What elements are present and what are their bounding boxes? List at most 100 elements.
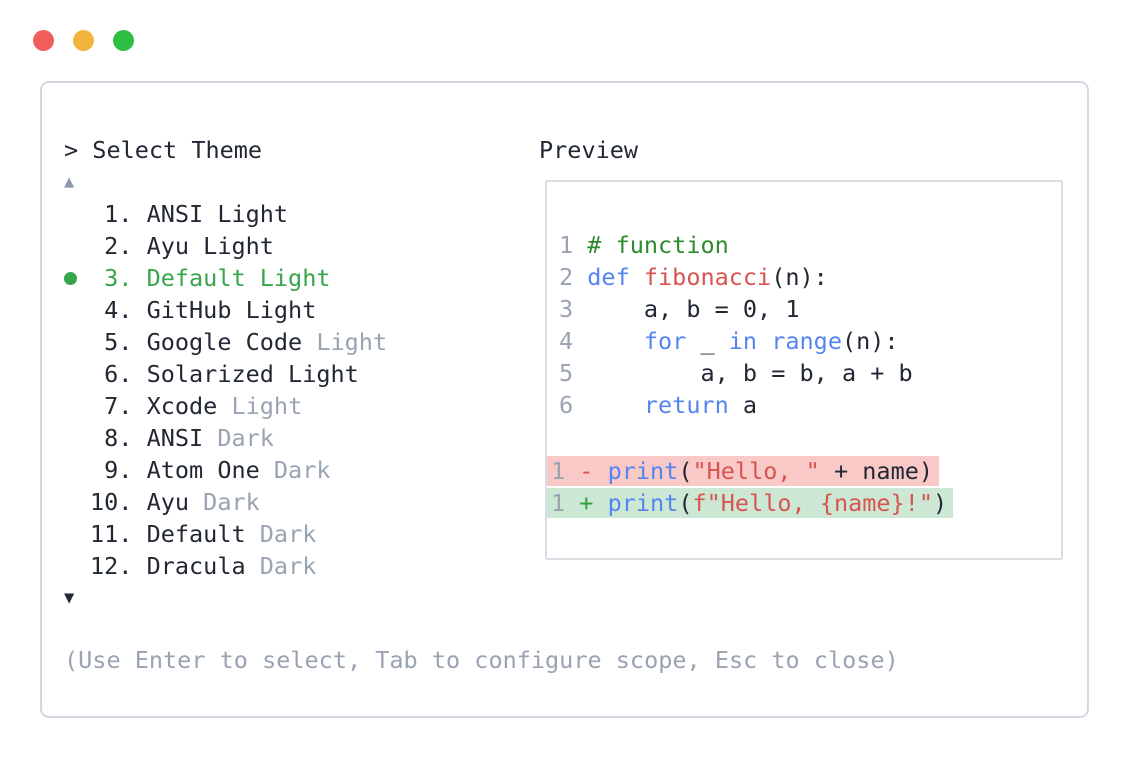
theme-variant: Dark [259,456,331,484]
code-blank-line [559,421,953,453]
code-token: fibonacci [643,263,772,291]
help-text: (Use Enter to select, Tab to configure s… [64,646,899,674]
code-token: def [587,263,644,291]
theme-list-item[interactable]: 4. GitHub Light [64,294,387,326]
line-number: 1 [551,488,580,517]
theme-picker-panel: > Select Theme ▲ 1. ANSI Light 2. Ayu Ligh… [40,81,1089,718]
theme-variant: Dark [245,552,317,580]
theme-number: 5. [104,328,133,356]
theme-number: 1. [104,200,133,228]
theme-name: ANSI [146,424,204,452]
scroll-up-icon[interactable]: ▲ [64,172,75,192]
code-line: 3 a, b = 0, 1 [559,293,953,325]
theme-variant: Light [302,328,388,356]
theme-name: Dracula [146,552,246,580]
close-button[interactable] [33,30,54,51]
theme-variant: Dark [189,488,260,516]
theme-number: 10. [90,488,133,516]
theme-list-item-selected[interactable]: 3. Default Light [64,262,387,294]
code-line: 5 a, b = b, a + b [559,357,953,389]
code-token: ( [678,488,693,517]
theme-list-item[interactable]: 8. ANSI Dark [64,422,387,454]
theme-name: Google Code [146,328,303,356]
theme-variant: Dark [245,520,317,548]
code-token: range [771,327,842,355]
theme-variant: Dark [203,424,274,452]
selected-dot-slot [64,262,90,294]
line-number: 4 [559,327,574,355]
diff-plus-sign: + [579,488,608,517]
select-theme-prompt: > Select Theme [64,136,263,164]
code-token: (n): [841,327,899,355]
theme-number: 12. [90,552,133,580]
line-number: 5 [559,359,574,387]
code-token: return [643,391,729,419]
selected-dot-icon [64,271,77,285]
theme-number: 3. [104,264,133,292]
theme-list-item[interactable]: 9. Atom One Dark [64,454,387,486]
code-token: (n): [771,263,828,291]
code-line: 6 return a [559,389,953,421]
code-token: f"Hello, {name}!" [692,488,934,517]
theme-variant: Light [217,392,303,420]
code-token: ) [933,488,948,517]
code-token: "Hello, " [692,456,820,485]
theme-list-item[interactable]: 12. Dracula Dark [64,550,387,582]
code-token: a, b = b, a + b [587,359,913,387]
code-token [587,327,644,355]
code-line: 4 for _ in range(n): [559,325,953,357]
diff-minus-sign: - [579,456,608,485]
diff-removed-line: 1 - print("Hello, " + name) [547,453,953,486]
theme-number: 4. [104,296,133,324]
minimize-button[interactable] [73,30,94,51]
theme-name: Xcode [146,392,218,420]
line-number: 6 [559,391,574,419]
theme-list-item[interactable]: 1. ANSI Light [64,198,387,230]
theme-list-item[interactable]: 5. Google Code Light [64,326,387,358]
theme-name: Solarized Light [146,360,359,388]
theme-number: 2. [104,232,133,260]
code-token [587,391,644,419]
code-token: _ [686,327,729,355]
theme-name: Atom One [146,456,260,484]
line-number: 1 [551,456,580,485]
code-token: for [643,327,687,355]
diff-added-line: 1 + print(f"Hello, {name}!") [547,485,954,518]
code-token: a, b = 0, 1 [587,295,800,323]
theme-name: GitHub Light [146,296,317,324]
theme-list-item[interactable]: 11. Default Dark [64,518,387,550]
window-controls [33,30,134,51]
theme-number: 11. [90,520,133,548]
theme-number: 8. [104,424,133,452]
line-number: 1 [559,231,574,259]
theme-number: 6. [104,360,133,388]
theme-number: 9. [104,456,133,484]
theme-name: Default Light [146,264,331,292]
theme-list: 1. ANSI Light 2. Ayu Light 3. Default Light… [64,198,387,582]
code-token: in [728,327,758,355]
code-line: 2 def fibonacci(n): [559,261,953,293]
theme-name: Ayu Light [146,232,274,260]
code-token: print [607,488,679,517]
code-token: # function [587,231,729,259]
theme-name: ANSI Light [146,200,289,228]
code-token: + name) [819,456,934,485]
theme-list-item[interactable]: 2. Ayu Light [64,230,387,262]
theme-list-item[interactable]: 6. Solarized Light [64,358,387,390]
theme-list-item[interactable]: 7. Xcode Light [64,390,387,422]
theme-number: 7. [104,392,133,420]
code-token: a [728,391,758,419]
code-token: print [607,456,679,485]
theme-name: Ayu [146,488,190,516]
theme-list-item[interactable]: 10. Ayu Dark [64,486,387,518]
code-token [757,327,771,355]
line-number: 2 [559,263,574,291]
code-line: 1 # function [559,229,953,261]
maximize-button[interactable] [113,30,134,51]
code-token: ( [678,456,693,485]
theme-name: Default [146,520,246,548]
line-number: 3 [559,295,574,323]
scroll-down-icon[interactable]: ▼ [64,588,75,608]
